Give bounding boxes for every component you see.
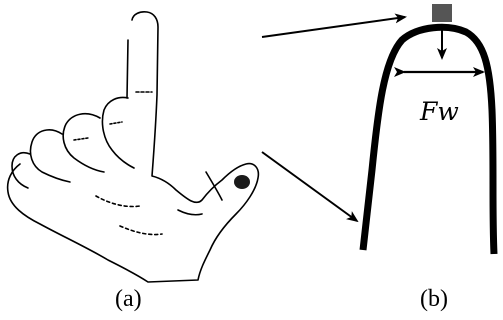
middle-finger — [101, 96, 135, 169]
knuckle-crease-2 — [109, 121, 123, 125]
palm-crease-1 — [95, 195, 141, 208]
arrow-to-fingertip — [261, 13, 407, 38]
arrow-to-contour — [261, 151, 359, 223]
fingertip-contour — [359, 23, 498, 255]
thumb-joint — [205, 171, 223, 201]
finger-width-label: Fw — [419, 97, 459, 126]
knuckle-crease-3 — [73, 137, 89, 141]
hand-outline — [6, 11, 260, 283]
hand-drawing — [6, 11, 260, 283]
tip-marker — [432, 4, 452, 22]
palm-crease-2 — [119, 225, 163, 236]
panel-b-label: (b) — [420, 286, 448, 312]
thumbnail — [234, 175, 250, 189]
pinky-finger — [11, 151, 31, 189]
panel-a-label: (a) — [115, 286, 142, 312]
index-finger-inner — [126, 39, 129, 99]
thumb-inner — [177, 209, 203, 216]
ring-finger — [62, 112, 105, 173]
little-finger — [29, 129, 71, 183]
